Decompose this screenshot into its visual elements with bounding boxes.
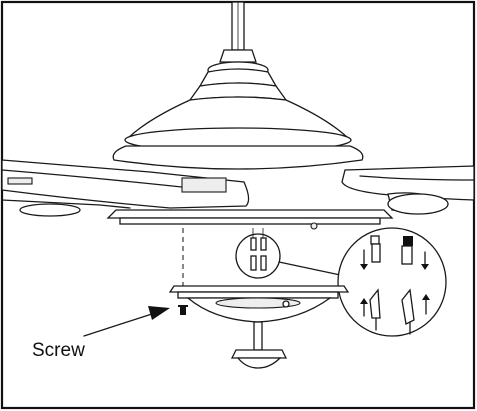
blade-right [341, 165, 475, 215]
up-arrow-icon [422, 294, 430, 315]
up-arrow-icon [360, 298, 368, 317]
blade-left [1, 159, 250, 217]
light-rod [253, 321, 263, 351]
wire-connector-detail-large [337, 227, 447, 337]
screw-icon [178, 305, 188, 315]
down-arrow-icon [360, 249, 368, 270]
switch-housing-plate [106, 209, 394, 230]
downrod [231, 1, 245, 51]
light-cover [230, 349, 288, 369]
wire-connector-detail-small [235, 228, 281, 279]
detail-leader-line [278, 261, 346, 277]
motor-housing [112, 49, 364, 170]
down-arrow-icon [421, 251, 429, 270]
screw-callout-arrow [83, 306, 170, 337]
screw-callout-label: Screw [32, 340, 85, 361]
light-kit-plate [168, 285, 350, 323]
